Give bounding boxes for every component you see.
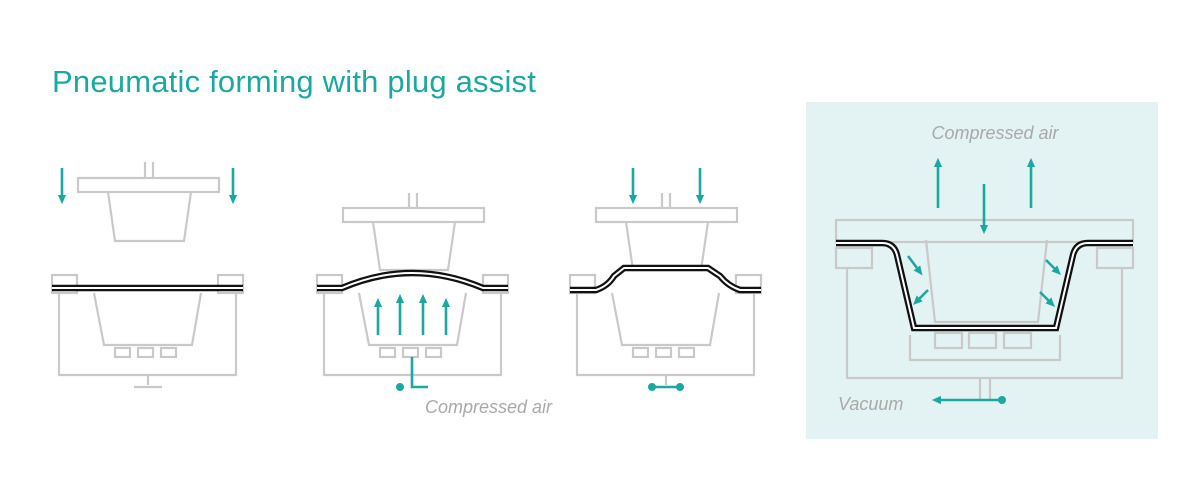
stage-1-down-arrows xyxy=(57,168,238,205)
stage-4-vacuum-line xyxy=(931,395,1006,405)
stage-1-plug-lowering xyxy=(50,162,245,389)
stage-1-plug xyxy=(76,162,221,243)
stage-2-sheet-bulged xyxy=(317,269,508,292)
stage-2-air-inlet xyxy=(396,357,428,391)
stage-4-air-arrows xyxy=(933,157,1036,235)
stage-4-highlight-panel xyxy=(806,102,1158,439)
stage-4-vacuum-label: Vacuum xyxy=(838,394,903,414)
stage-2-up-arrows xyxy=(373,293,451,335)
stage-3-down-arrows xyxy=(628,168,705,205)
stage-2-compressed-air-label: Compressed air xyxy=(425,397,553,417)
stage-3-plug xyxy=(594,193,739,272)
stage-4-final-forming: Compressed air xyxy=(806,102,1158,439)
stage-1-mold xyxy=(50,273,245,389)
stage-3-sheet-draped xyxy=(570,264,761,294)
stage-4-sheet-formed xyxy=(836,239,1133,332)
page-title: Pneumatic forming with plug assist xyxy=(52,64,537,99)
stage-4-compressed-air-label: Compressed air xyxy=(931,123,1059,143)
stage-2-pre-stretch: Compressed air xyxy=(315,193,553,417)
stage-3-plug-descent xyxy=(568,168,763,391)
stage-4-press-arrows xyxy=(906,255,1061,307)
stage-3-ports xyxy=(648,383,684,391)
stage-2-plug xyxy=(341,193,486,272)
